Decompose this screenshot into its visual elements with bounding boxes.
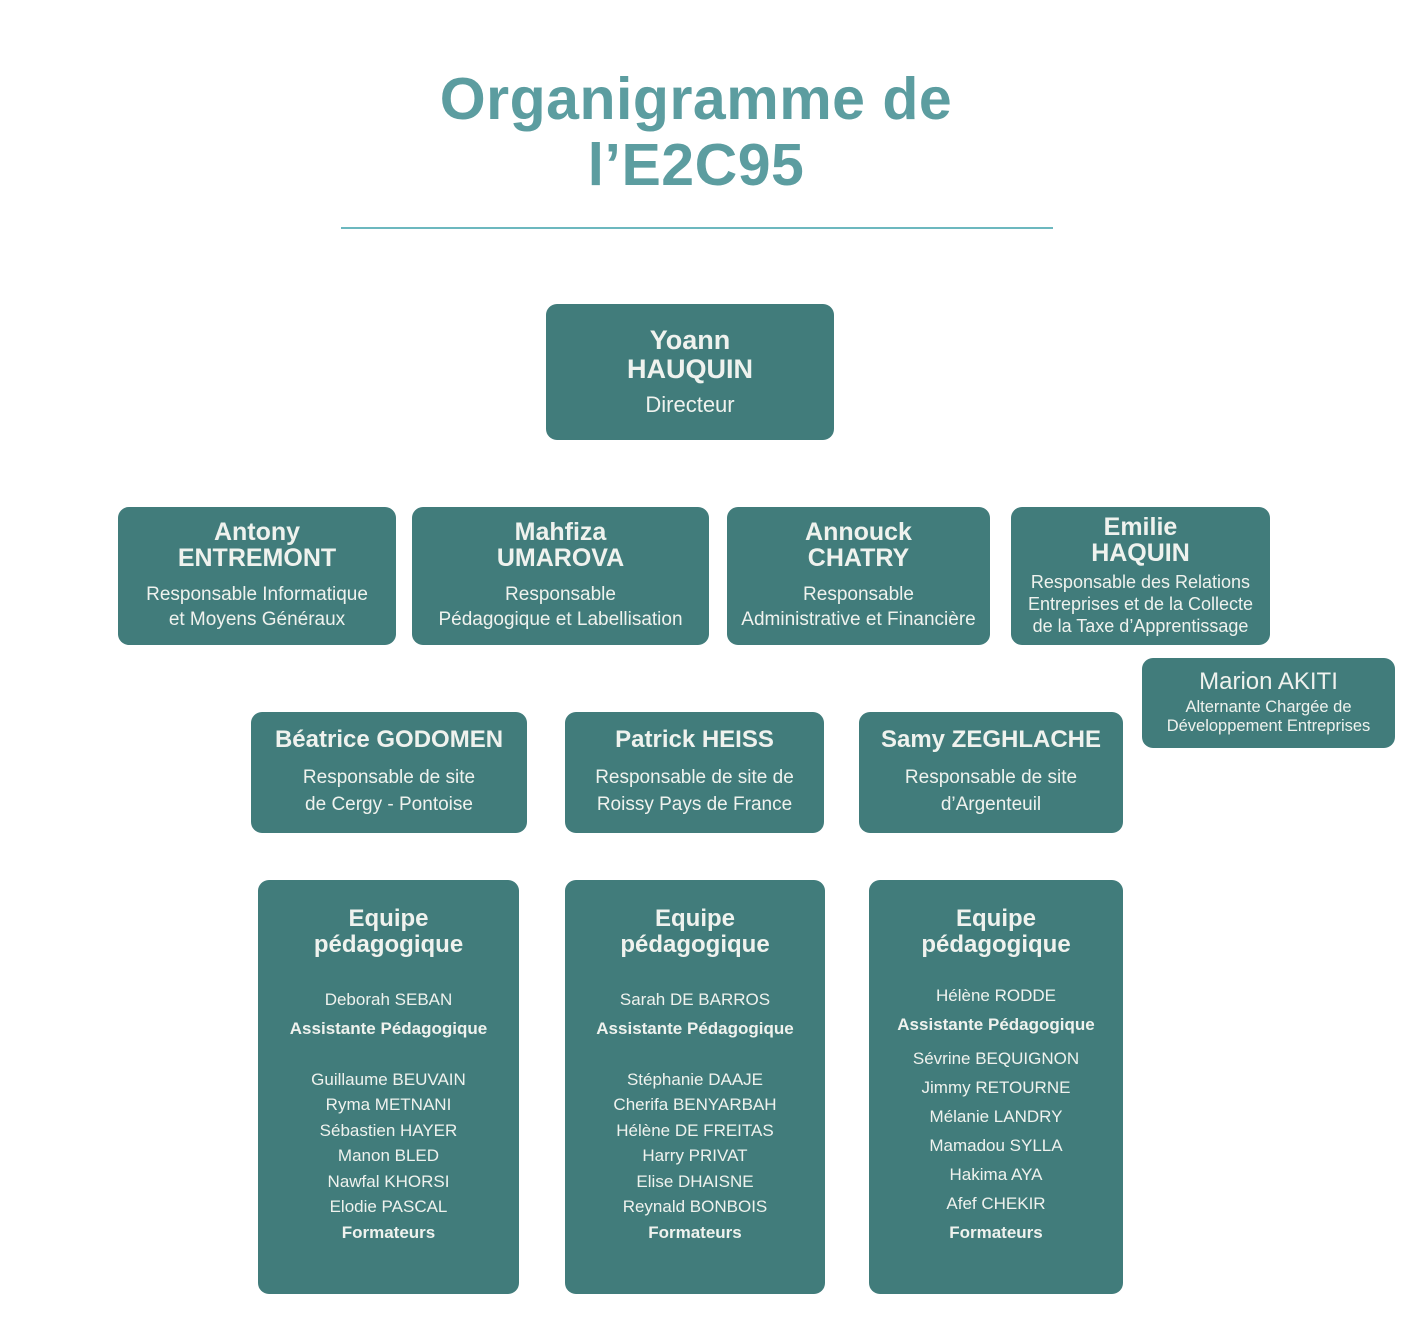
members-role: Formateurs (949, 1222, 1043, 1242)
site-manager-card-heiss: Patrick HEISS Responsable de site de Roi… (565, 712, 824, 833)
team-title: Equipe pédagogique (313, 905, 464, 959)
manager-role: Responsable Administrative et Financière (741, 583, 976, 631)
site-manager-name: Samy ZEGHLACHE (880, 726, 1102, 754)
assistant-role: Assistante Pédagogique (897, 1014, 1095, 1034)
manager-role: Responsable Pédagogique et Labellisation (438, 583, 683, 631)
assistant-role: Assistante Pédagogique (596, 1018, 794, 1038)
team-member: Afef CHEKIR (946, 1193, 1046, 1213)
apprentice-name: Marion AKITI (1199, 668, 1338, 696)
manager-role: Responsable Informatique et Moyens Génér… (146, 583, 368, 631)
members-role: Formateurs (648, 1222, 742, 1242)
assistant-role: Assistante Pédagogique (289, 1018, 488, 1038)
team-member: Cherifa BENYARBAH (613, 1095, 777, 1115)
team-title: Equipe pédagogique (921, 905, 1071, 959)
manager-name: Emilie HAQUIN (1091, 512, 1190, 568)
manager-name: Mahfiza UMAROVA (496, 518, 625, 573)
apprentice-card-akiti: Marion AKITI Alternante Chargée de Dével… (1142, 658, 1395, 748)
site-manager-name: Patrick HEISS (615, 726, 774, 754)
page-title: Organigramme de l’E2C95 (439, 65, 953, 198)
manager-card-haquin: Emilie HAQUIN Responsable des Relations … (1011, 507, 1270, 645)
team-member: Hakima AYA (949, 1164, 1043, 1184)
team-card-argenteuil: Equipe pédagogique Hélène RODDE Assistan… (869, 880, 1123, 1294)
team-member: Jimmy RETOURNE (921, 1077, 1071, 1097)
site-manager-name: Béatrice GODOMEN (274, 726, 504, 754)
team-card-cergy: Equipe pédagogique Deborah SEBAN Assista… (258, 880, 519, 1294)
team-title: Equipe pédagogique (620, 905, 770, 959)
director-card: Yoann HAUQUIN Directeur (546, 304, 834, 440)
team-member: Manon BLED (337, 1146, 440, 1166)
manager-card-chatry: Annouck CHATRY Responsable Administrativ… (727, 507, 990, 645)
team-member: Elise DHAISNE (636, 1171, 754, 1191)
director-role: Directeur (645, 392, 735, 418)
manager-card-umarova: Mahfiza UMAROVA Responsable Pédagogique … (412, 507, 709, 645)
manager-name: Annouck CHATRY (805, 518, 912, 573)
team-member: Mélanie LANDRY (929, 1106, 1063, 1126)
apprentice-role: Alternante Chargée de Développement Entr… (1166, 697, 1371, 736)
site-manager-card-zeghlache: Samy ZEGHLACHE Responsable de site d’Arg… (859, 712, 1123, 833)
site-manager-card-godomen: Béatrice GODOMEN Responsable de site de … (251, 712, 527, 833)
manager-card-entremont: Antony ENTREMONT Responsable Informatiqu… (118, 507, 396, 645)
team-member: Guillaume BEUVAIN (311, 1069, 466, 1089)
manager-role: Responsable des Relations Entreprises et… (1027, 572, 1254, 637)
team-member: Nawfal KHORSI (327, 1171, 450, 1191)
director-name: Yoann HAUQUIN (627, 324, 753, 384)
manager-name: Antony ENTREMONT (177, 518, 337, 573)
site-manager-role: Responsable de site d’Argenteuil (904, 767, 1078, 815)
site-manager-role: Responsable de site de Cergy - Pontoise (302, 767, 476, 815)
title-divider (341, 227, 1053, 229)
team-members-list: Stéphanie DAAJE Cherifa BENYARBAH Hélène… (613, 1067, 776, 1246)
site-manager-role: Responsable de site de Roissy Pays de Fr… (595, 767, 794, 815)
team-member: Ryma METNANI (325, 1095, 452, 1115)
team-member: Elodie PASCAL (329, 1197, 448, 1217)
team-member: Sévrine BEQUIGNON (912, 1048, 1080, 1068)
team-members-list: Guillaume BEUVAIN Ryma METNANI Sébastien… (311, 1067, 466, 1246)
team-member: Harry PRIVAT (642, 1146, 748, 1166)
team-member: Reynald BONBOIS (622, 1197, 768, 1217)
team-member: Hélène DE FREITAS (616, 1120, 774, 1140)
team-members-list: Sévrine BEQUIGNON Jimmy RETOURNE Mélanie… (913, 1044, 1079, 1247)
team-card-roissy: Equipe pédagogique Sarah DE BARROS Assis… (565, 880, 825, 1294)
assistant-name: Sarah DE BARROS (619, 989, 771, 1009)
assistant-name: Deborah SEBAN (324, 989, 453, 1009)
team-member: Mamadou SYLLA (929, 1135, 1063, 1155)
assistant-name: Hélène RODDE (936, 985, 1056, 1005)
members-role: Formateurs (341, 1222, 436, 1242)
team-member: Sébastien HAYER (319, 1120, 458, 1140)
team-member: Stéphanie DAAJE (626, 1069, 764, 1089)
